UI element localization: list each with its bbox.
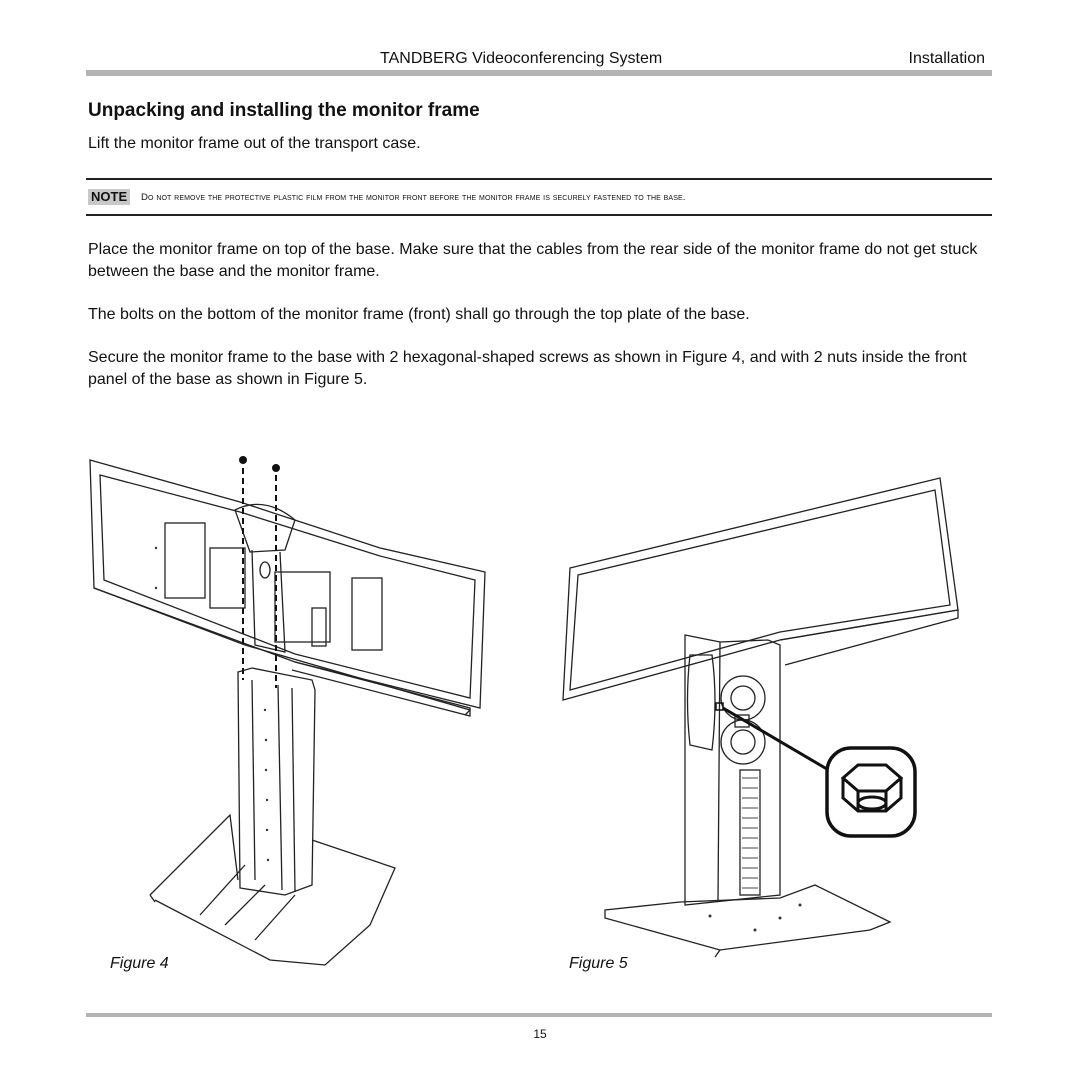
- monitor-frame-nut-illustration: [562, 477, 959, 958]
- paragraph-bolts: The bolts on the bottom of the monitor f…: [88, 306, 750, 323]
- document-title: TANDBERG Videoconferencing System: [380, 50, 663, 67]
- paragraph-place-frame: Place the monitor frame on top of the ba…: [88, 241, 978, 280]
- monitor-frame-screws-illustration: [89, 456, 486, 966]
- note-text: Do not remove the protective plastic fil…: [141, 192, 686, 203]
- page-number: 15: [533, 1027, 547, 1041]
- section-heading: Unpacking and installing the monitor fra…: [88, 100, 480, 121]
- header-rule: [86, 70, 992, 76]
- figure-4-caption: Figure 4: [110, 955, 169, 972]
- note-box: NOTE Do not remove the protective plasti…: [86, 178, 992, 216]
- figure-5-caption: Figure 5: [569, 955, 628, 972]
- footer-rule: [86, 1013, 992, 1017]
- note-label: NOTE: [88, 189, 131, 205]
- paragraph-secure: Secure the monitor frame to the base wit…: [88, 349, 967, 388]
- section-name: Installation: [908, 50, 986, 67]
- intro-paragraph: Lift the monitor frame out of the transp…: [88, 135, 421, 152]
